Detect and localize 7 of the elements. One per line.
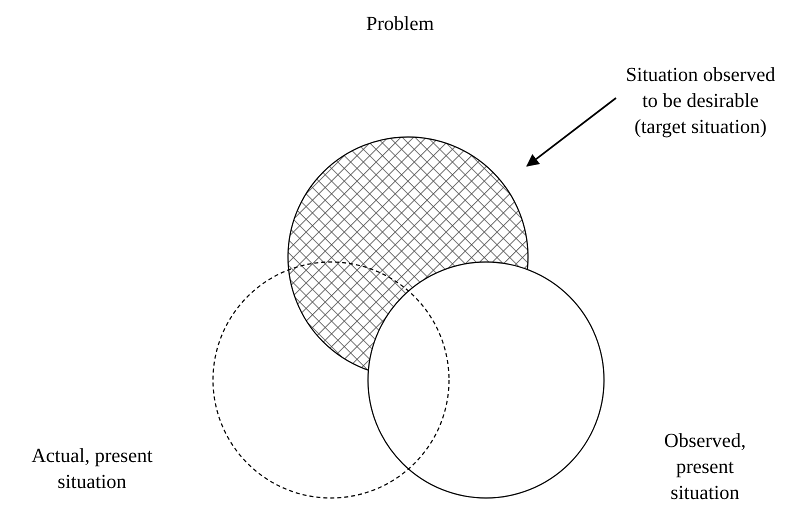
dashed-circle — [212, 261, 450, 499]
arrow — [526, 97, 617, 167]
circle-caption: Observed, present situation — [663, 429, 747, 506]
title: Problem — [365, 12, 435, 37]
circle-caption: Actual, present situation — [30, 444, 154, 495]
circle — [367, 261, 605, 499]
callout-text: Situation observed to be desirable (target situation) — [624, 63, 776, 140]
